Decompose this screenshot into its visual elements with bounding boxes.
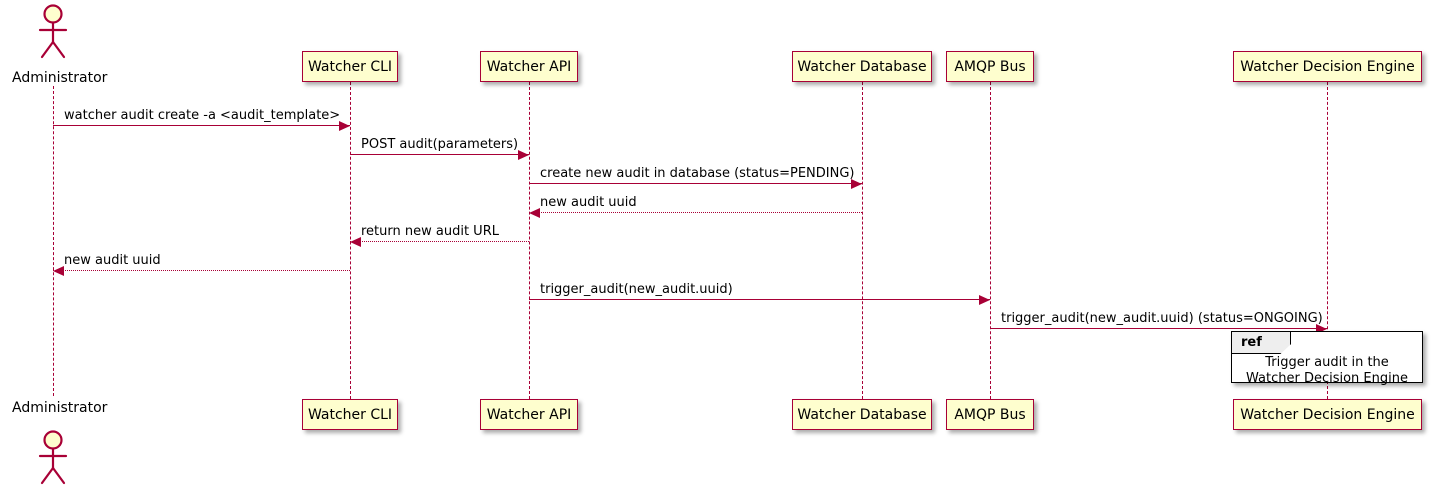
participant-box-db-top[interactable]: Watcher Database — [792, 51, 932, 82]
participant-box-cli-bottom[interactable]: Watcher CLI — [302, 399, 398, 430]
lifeline-api — [528, 82, 530, 399]
actor-figure-icon — [38, 4, 68, 59]
message-line-8 — [990, 328, 1327, 329]
lifeline-actor-administrator — [52, 86, 54, 396]
message-label-8: trigger_audit(new_audit.uuid) (status=ON… — [1001, 311, 1323, 326]
lifeline-db — [861, 82, 863, 399]
ref-fragment-line-1: Trigger audit in the — [1265, 355, 1389, 370]
participant-box-db-bottom[interactable]: Watcher Database — [792, 399, 932, 430]
lifeline-amqp — [989, 82, 991, 399]
message-arrowhead-2 — [518, 149, 529, 160]
message-label-3: create new audit in database (status=PEN… — [540, 166, 855, 181]
actor-top — [31, 4, 75, 64]
participant-label: Watcher Decision Engine — [1240, 58, 1415, 75]
message-arrowhead-8 — [1316, 323, 1327, 334]
actor-label-top: Administrator — [12, 70, 108, 86]
participant-box-api-top[interactable]: Watcher API — [480, 51, 578, 82]
participant-box-amqp-bottom[interactable]: AMQP Bus — [946, 399, 1034, 430]
message-line-1 — [53, 125, 350, 126]
message-label-7: trigger_audit(new_audit.uuid) — [540, 282, 733, 297]
message-line-5 — [350, 241, 529, 242]
actor-label-bottom: Administrator — [12, 400, 108, 416]
message-arrowhead-7 — [979, 294, 990, 305]
participant-label: Watcher API — [486, 58, 572, 75]
ref-fragment-line-2: Watcher Decision Engine — [1246, 371, 1408, 386]
lifeline-wde — [1326, 82, 1328, 399]
participant-label: Watcher API — [486, 406, 572, 423]
message-line-7 — [529, 299, 990, 300]
participant-label: Watcher Decision Engine — [1240, 406, 1415, 423]
message-line-3 — [529, 183, 862, 184]
participant-label: Watcher CLI — [307, 58, 393, 75]
participant-box-cli-top[interactable]: Watcher CLI — [302, 51, 398, 82]
message-label-1: watcher audit create -a <audit_template> — [64, 108, 341, 123]
participant-label: AMQP Bus — [954, 406, 1026, 423]
message-line-6 — [53, 270, 350, 271]
message-label-6: new audit uuid — [64, 253, 161, 268]
actor-bottom — [31, 430, 75, 486]
participant-box-wde-bottom[interactable]: Watcher Decision Engine — [1233, 399, 1422, 430]
participant-label: AMQP Bus — [954, 58, 1026, 75]
message-line-2 — [350, 154, 529, 155]
participant-label: Watcher CLI — [307, 406, 393, 423]
participant-label: Watcher Database — [797, 406, 927, 423]
participant-box-api-bottom[interactable]: Watcher API — [480, 399, 578, 430]
message-arrowhead-6 — [53, 265, 64, 276]
message-label-2: POST audit(parameters) — [361, 137, 519, 152]
participant-box-amqp-top[interactable]: AMQP Bus — [946, 51, 1034, 82]
ref-fragment-tab-label: ref — [1241, 335, 1262, 350]
message-label-5: return new audit URL — [361, 224, 499, 239]
ref-fragment-tab: ref — [1232, 332, 1291, 354]
participant-label: Watcher Database — [797, 58, 927, 75]
message-arrowhead-1 — [339, 120, 350, 131]
message-line-4 — [529, 212, 862, 213]
actor-figure-icon — [38, 430, 68, 485]
participant-box-wde-top[interactable]: Watcher Decision Engine — [1233, 51, 1422, 82]
message-arrowhead-5 — [350, 236, 361, 247]
message-label-4: new audit uuid — [540, 195, 637, 210]
message-arrowhead-3 — [851, 178, 862, 189]
message-arrowhead-4 — [529, 207, 540, 218]
